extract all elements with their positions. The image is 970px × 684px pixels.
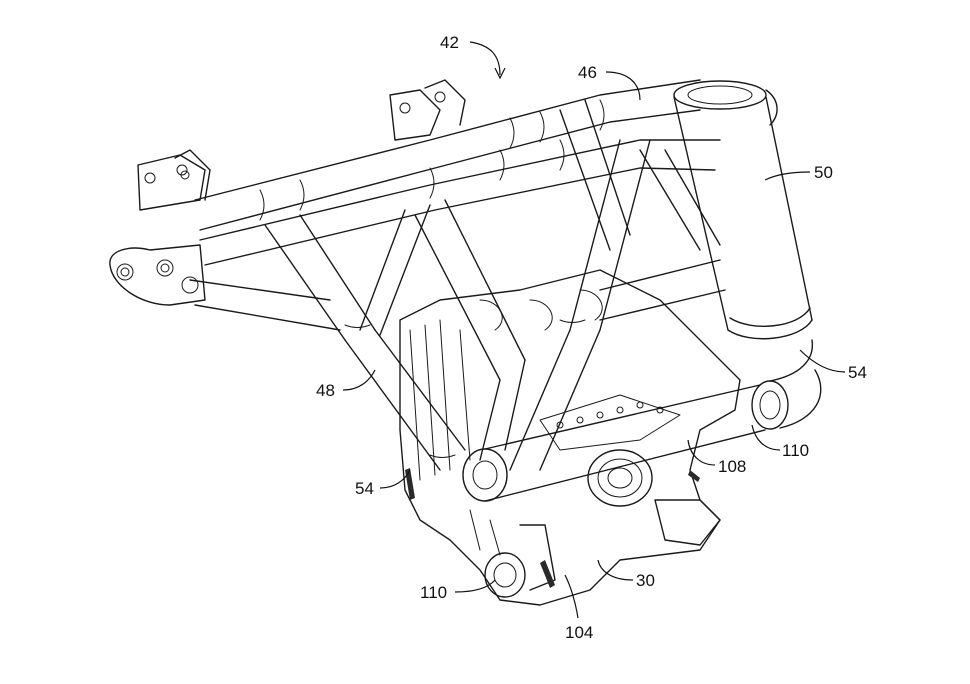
engine-assembly	[399, 269, 741, 606]
rear-mount-brackets	[109, 79, 466, 306]
leader-48	[342, 369, 376, 391]
upper-frame-rails	[189, 79, 721, 331]
leader-46	[605, 71, 641, 101]
leader-30	[597, 559, 634, 581]
frame-struts	[264, 99, 726, 471]
steering-head-tube	[673, 80, 813, 340]
leader-54a	[799, 349, 846, 373]
ref-54-lower: 54	[355, 479, 374, 498]
leader-54b	[379, 469, 411, 489]
leader-42	[469, 41, 501, 76]
ref-48: 48	[316, 381, 335, 400]
ref-54-upper: 54	[848, 363, 867, 382]
ref-42: 42	[440, 33, 459, 52]
leader-lines	[342, 41, 846, 619]
ref-104: 104	[565, 623, 593, 642]
arrow-42	[494, 67, 506, 80]
ref-30: 30	[636, 571, 655, 590]
ref-110-lower: 110	[420, 583, 447, 602]
leader-104	[564, 574, 579, 619]
reference-numerals: 42 46 50 54 48 110 108 54 110 30 104	[316, 33, 867, 642]
leader-110a	[751, 424, 781, 451]
ref-110-upper: 110	[782, 441, 809, 460]
lower-cross-tube	[462, 339, 822, 502]
ref-50: 50	[814, 163, 833, 182]
ref-108: 108	[718, 457, 746, 476]
ref-46: 46	[578, 63, 597, 82]
leader-50	[764, 171, 811, 181]
leader-108	[687, 439, 716, 466]
leader-110b	[454, 579, 496, 593]
